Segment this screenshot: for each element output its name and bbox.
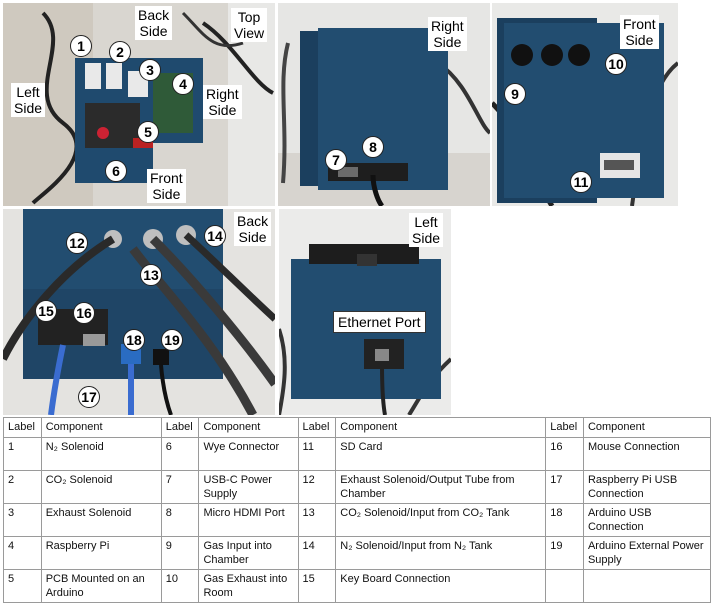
photo-front-side: 9 10 11 Front Side: [492, 3, 678, 206]
label-cell: 8: [160, 503, 200, 537]
component-cell: [582, 569, 712, 603]
callout-4: 4: [172, 73, 194, 95]
table-row: 1 N₂ Solenoid 6 Wye Connector 11 SD Card…: [3, 437, 712, 471]
callout-11: 11: [570, 171, 592, 193]
callout-5: 5: [137, 121, 159, 143]
label-cell: 16: [545, 437, 584, 471]
label-cell: 11: [297, 437, 337, 471]
label-left-side-view: Left Side: [409, 213, 444, 247]
label-cell: 6: [160, 437, 200, 471]
component-cell: CO₂ Solenoid: [40, 470, 162, 504]
component-cell: SD Card: [335, 437, 547, 471]
callout-3: 3: [139, 59, 161, 81]
label-front-side-view: Front Side: [620, 15, 659, 49]
component-cell: CO₂ Solenoid/Input from CO₂ Tank: [335, 503, 547, 537]
label-cell: 19: [545, 536, 584, 570]
label-cell: 17: [545, 470, 584, 504]
table-row: 3 Exhaust Solenoid 8 Micro HDMI Port 13 …: [3, 503, 712, 537]
column-header: Label: [160, 417, 200, 438]
component-cell: Exhaust Solenoid/Output Tube from Chambe…: [335, 470, 547, 504]
component-cell: Raspberry Pi: [40, 536, 162, 570]
component-cell: PCB Mounted on an Arduino: [40, 569, 162, 603]
photo-top-view: 1 2 3 4 5 6 Back Side Top View Left Side…: [3, 3, 275, 206]
callout-13: 13: [140, 264, 162, 286]
component-cell: Key Board Connection: [335, 569, 547, 603]
label-cell: 18: [545, 503, 584, 537]
component-cell: Gas Exhaust into Room: [198, 569, 299, 603]
component-cell: Gas Input into Chamber: [198, 536, 299, 570]
label-front-side: Front Side: [147, 169, 186, 203]
column-header: Component: [198, 417, 299, 438]
label-cell: 5: [3, 569, 42, 603]
photo-back-side: 12 13 14 15 16 17 18 19 Back Side: [3, 209, 275, 415]
callout-2: 2: [109, 41, 131, 63]
photo-right-side: 7 8 Right Side: [278, 3, 490, 206]
label-back-side-view: Back Side: [234, 212, 272, 246]
label-cell: 13: [297, 503, 337, 537]
callout-18: 18: [123, 329, 145, 351]
callout-16: 16: [73, 302, 95, 324]
label-cell: 12: [297, 470, 337, 504]
callout-7: 7: [325, 149, 347, 171]
column-header: Component: [335, 417, 547, 438]
label-cell: 15: [297, 569, 337, 603]
column-header: Label: [545, 417, 584, 438]
label-cell: 14: [297, 536, 337, 570]
callout-14: 14: [204, 225, 226, 247]
table-row: 2 CO₂ Solenoid 7 USB-C Power Supply 12 E…: [3, 470, 712, 504]
column-header: Component: [40, 417, 162, 438]
callout-8: 8: [362, 136, 384, 158]
label-cell: 7: [160, 470, 200, 504]
table-header-row: Label Component Label Component Label Co…: [3, 417, 712, 438]
component-cell: Micro HDMI Port: [198, 503, 299, 537]
callout-10: 10: [605, 53, 627, 75]
table-row: 5 PCB Mounted on an Arduino 10 Gas Exhau…: [3, 569, 712, 603]
component-cell: Mouse Connection: [582, 437, 712, 471]
label-cell: 2: [3, 470, 42, 504]
component-cell: N₂ Solenoid/Input from N₂ Tank: [335, 536, 547, 570]
label-cell: 9: [160, 536, 200, 570]
table-row: 4 Raspberry Pi 9 Gas Input into Chamber …: [3, 536, 712, 570]
label-right-side-view: Right Side: [428, 17, 467, 51]
component-cell: Arduino External Power Supply: [582, 536, 712, 570]
component-cell: Raspberry Pi USB Connection: [582, 470, 712, 504]
component-legend-table: Label Component Label Component Label Co…: [3, 417, 712, 603]
label-cell: 10: [160, 569, 200, 603]
component-cell: Exhaust Solenoid: [40, 503, 162, 537]
label-right-side: Right Side: [203, 85, 242, 119]
ethernet-port-label: Ethernet Port: [333, 311, 426, 333]
label-cell: 3: [3, 503, 42, 537]
label-left-side: Left Side: [11, 83, 46, 117]
photo-left-side: Left Side Ethernet Port: [279, 209, 451, 415]
component-cell: Arduino USB Connection: [582, 503, 712, 537]
column-header: Label: [297, 417, 337, 438]
label-top-view: Top View: [231, 8, 268, 42]
column-header: Label: [3, 417, 42, 438]
callout-15: 15: [35, 300, 57, 322]
component-cell: Wye Connector: [198, 437, 299, 471]
callout-19: 19: [161, 329, 183, 351]
label-cell: [545, 569, 584, 603]
callout-12: 12: [66, 232, 88, 254]
component-cell: N₂ Solenoid: [40, 437, 162, 471]
column-header: Component: [582, 417, 712, 438]
label-cell: 1: [3, 437, 42, 471]
label-cell: 4: [3, 536, 42, 570]
label-back-side: Back Side: [135, 6, 173, 40]
callout-9: 9: [504, 83, 526, 105]
callout-6: 6: [105, 160, 127, 182]
component-cell: USB-C Power Supply: [198, 470, 299, 504]
callout-17: 17: [78, 386, 100, 408]
callout-1: 1: [70, 35, 92, 57]
